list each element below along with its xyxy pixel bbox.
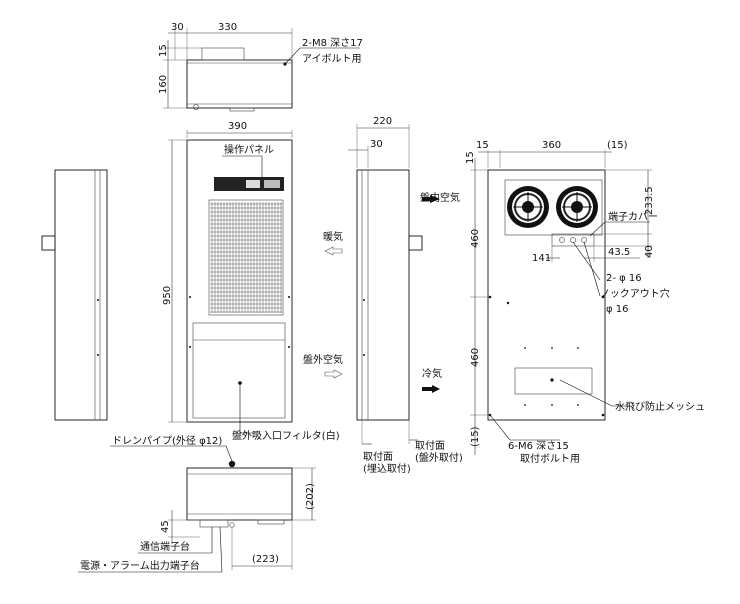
right-side-eyebolt — [408, 235, 423, 251]
right-side-body — [356, 169, 410, 421]
top-bolt-sublabel: アイボルト用 — [302, 53, 362, 65]
mount-embed-label-1: 取付面 — [363, 450, 393, 463]
rear-dim-43-5: 43.5 — [608, 247, 630, 258]
power-terminal-label: 電源・アラーム出力端子台 — [80, 559, 200, 572]
top-view-body — [186, 59, 293, 109]
lower-filter-panel — [192, 322, 286, 419]
knockout-label-2: ノックアウト穴 — [600, 287, 670, 300]
warm-air-label: 暖気 — [323, 230, 343, 243]
rear-dim-15-left: 15 — [465, 151, 476, 164]
rear-dim-233-5: 233.5 — [644, 186, 655, 215]
terminal-block-stub — [199, 519, 229, 528]
front-view: 操作パネル 盤外吸入口フィルタ(白) 390 950 — [162, 121, 340, 442]
outer-air-label: 盤外空気 — [303, 353, 343, 366]
right-side-view: 220 30 盤内空気 暖気 盤外空気 冷気 取付面 (埋込取付) 取付面 (盤… — [303, 116, 463, 475]
top-eyebolt-hole — [283, 62, 287, 66]
terminal-cover — [551, 233, 595, 247]
bottom-dim-45: 45 — [160, 520, 171, 533]
bottom-dim-223: (223) — [252, 554, 279, 565]
top-dim-160: 160 — [158, 75, 169, 94]
fan-housing — [504, 179, 603, 236]
splash-mesh — [514, 367, 593, 395]
filter-label: 盤外吸入口フィルタ(白) — [232, 429, 340, 442]
left-side-view — [41, 169, 108, 421]
fan-right — [556, 186, 598, 228]
rear-dim-15p-bottom: (15) — [470, 426, 481, 447]
warm-air-arrow — [324, 246, 343, 256]
top-view-handle — [201, 47, 245, 61]
bottom-view: ドレンパイプ(外径 φ12) (202) 45 (223) 通信端子台 電源・ア… — [78, 434, 316, 573]
top-bolt-label: 2-M8 深さ17 — [302, 37, 363, 49]
side-dim-220: 220 — [373, 116, 392, 127]
upper-grille — [208, 199, 284, 316]
front-dim-950: 950 — [162, 286, 173, 305]
rear-dim-360: 360 — [542, 140, 561, 151]
top-dim-15: 15 — [158, 44, 169, 57]
knockout-label-3: φ 16 — [606, 304, 629, 315]
mount-embed-label-2: (埋込取付) — [363, 462, 411, 475]
front-dim-390: 390 — [228, 121, 247, 132]
rear-view: 15 360 (15) 15 460 460 (15) 233.5 40 端子カ… — [465, 140, 705, 465]
rear-dim-141: 141 — [532, 253, 551, 264]
drain-pipe — [228, 460, 236, 468]
mesh-label: 水飛び防止メッシュ — [615, 400, 705, 413]
rear-bolt-sublabel: 取付ボルト用 — [520, 452, 580, 465]
rear-dim-15: 15 — [476, 140, 489, 151]
side-dim-30: 30 — [370, 139, 383, 150]
outer-air-arrow — [324, 369, 343, 379]
rear-dim-40: 40 — [644, 245, 655, 258]
rear-bolt-label: 6-M6 深さ15 — [508, 440, 569, 452]
bottom-view-body — [186, 467, 293, 521]
top-view: 30 330 15 160 2-M8 深さ17 アイボルト用 — [158, 22, 363, 112]
inner-air-label: 盤内空気 — [420, 191, 460, 204]
left-side-eyebolt — [41, 235, 56, 251]
cold-air-arrow — [422, 385, 440, 393]
inner-air-arrow — [422, 195, 440, 203]
cold-air-label: 冷気 — [422, 367, 442, 380]
mount-outer-label-1: 取付面 — [415, 439, 445, 452]
terminal-cover-label: 端子カバー — [608, 210, 658, 223]
top-dim-330: 330 — [218, 22, 237, 33]
panel-label: 操作パネル — [224, 143, 274, 156]
rear-dim-460-top: 460 — [470, 229, 481, 248]
mount-outer-label-2: (盤外取付) — [415, 451, 463, 464]
left-side-body — [54, 169, 108, 421]
drain-label: ドレンパイプ(外径 φ12) — [112, 434, 222, 447]
comm-terminal-label: 通信端子台 — [140, 540, 190, 553]
knockout-label-1: 2- φ 16 — [606, 273, 642, 284]
rear-dim-15p: (15) — [607, 140, 628, 151]
top-dim-30: 30 — [171, 22, 184, 33]
rear-dim-460-bot: 460 — [470, 348, 481, 367]
bottom-dim-202: (202) — [305, 483, 316, 510]
fan-left — [507, 186, 549, 228]
